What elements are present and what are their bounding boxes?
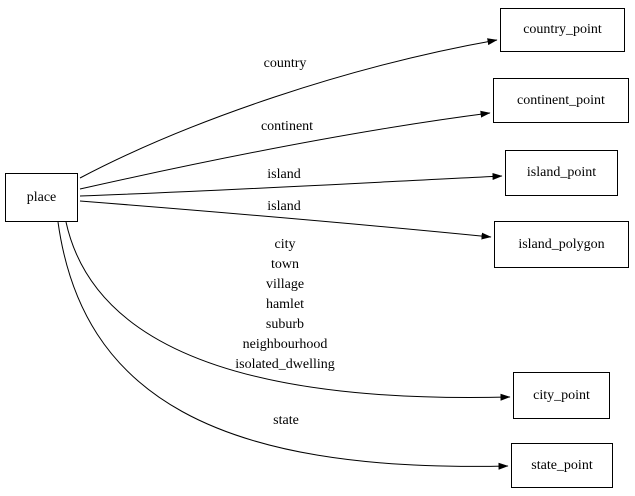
edge-label-neighbourhood: neighbourhood [242, 337, 328, 352]
node-place-label: place [26, 189, 57, 205]
edge-label-country: country [263, 56, 307, 71]
edge-label-island-polygon: island [267, 199, 301, 214]
edge-label-continent: continent [260, 119, 314, 134]
edge-label-island-point: island [267, 167, 301, 182]
edge-label-state: state [273, 413, 299, 428]
node-continent_point: continent_point [493, 78, 629, 123]
edge-place-island_polygon [79, 200, 492, 240]
node-island_point-label: island_point [526, 165, 597, 180]
node-city_point: city_point [513, 372, 610, 419]
node-island_polygon: island_polygon [494, 221, 629, 268]
edge-place-country_point [79, 38, 498, 179]
edge-label-city-group: city town village hamlet suburb neighbou… [235, 235, 335, 375]
edge-label-city: city [274, 237, 296, 252]
edge-label-village: village [265, 277, 305, 292]
node-continent_point-label: continent_point [517, 92, 605, 108]
edge-place-continent_point [79, 110, 491, 190]
edge-label-town: town [270, 257, 299, 272]
edge-place-island_point [79, 172, 503, 197]
node-city_point-label: city_point [533, 387, 590, 403]
edge-place-city_point [65, 221, 511, 401]
node-island_polygon-label: island_polygon [518, 236, 605, 252]
edge-label-suburb: suburb [265, 317, 305, 332]
edge-place-state_point [57, 221, 509, 470]
node-country_point: country_point [500, 8, 625, 52]
node-island_point: island_point [505, 150, 618, 196]
node-country_point-label: country_point [523, 22, 602, 37]
edge-label-hamlet: hamlet [265, 297, 305, 312]
node-state_point: state_point [511, 443, 613, 488]
edge-label-isolated_dwelling: isolated_dwelling [235, 357, 335, 372]
node-place: place [5, 173, 78, 222]
node-state_point-label: state_point [531, 457, 593, 473]
